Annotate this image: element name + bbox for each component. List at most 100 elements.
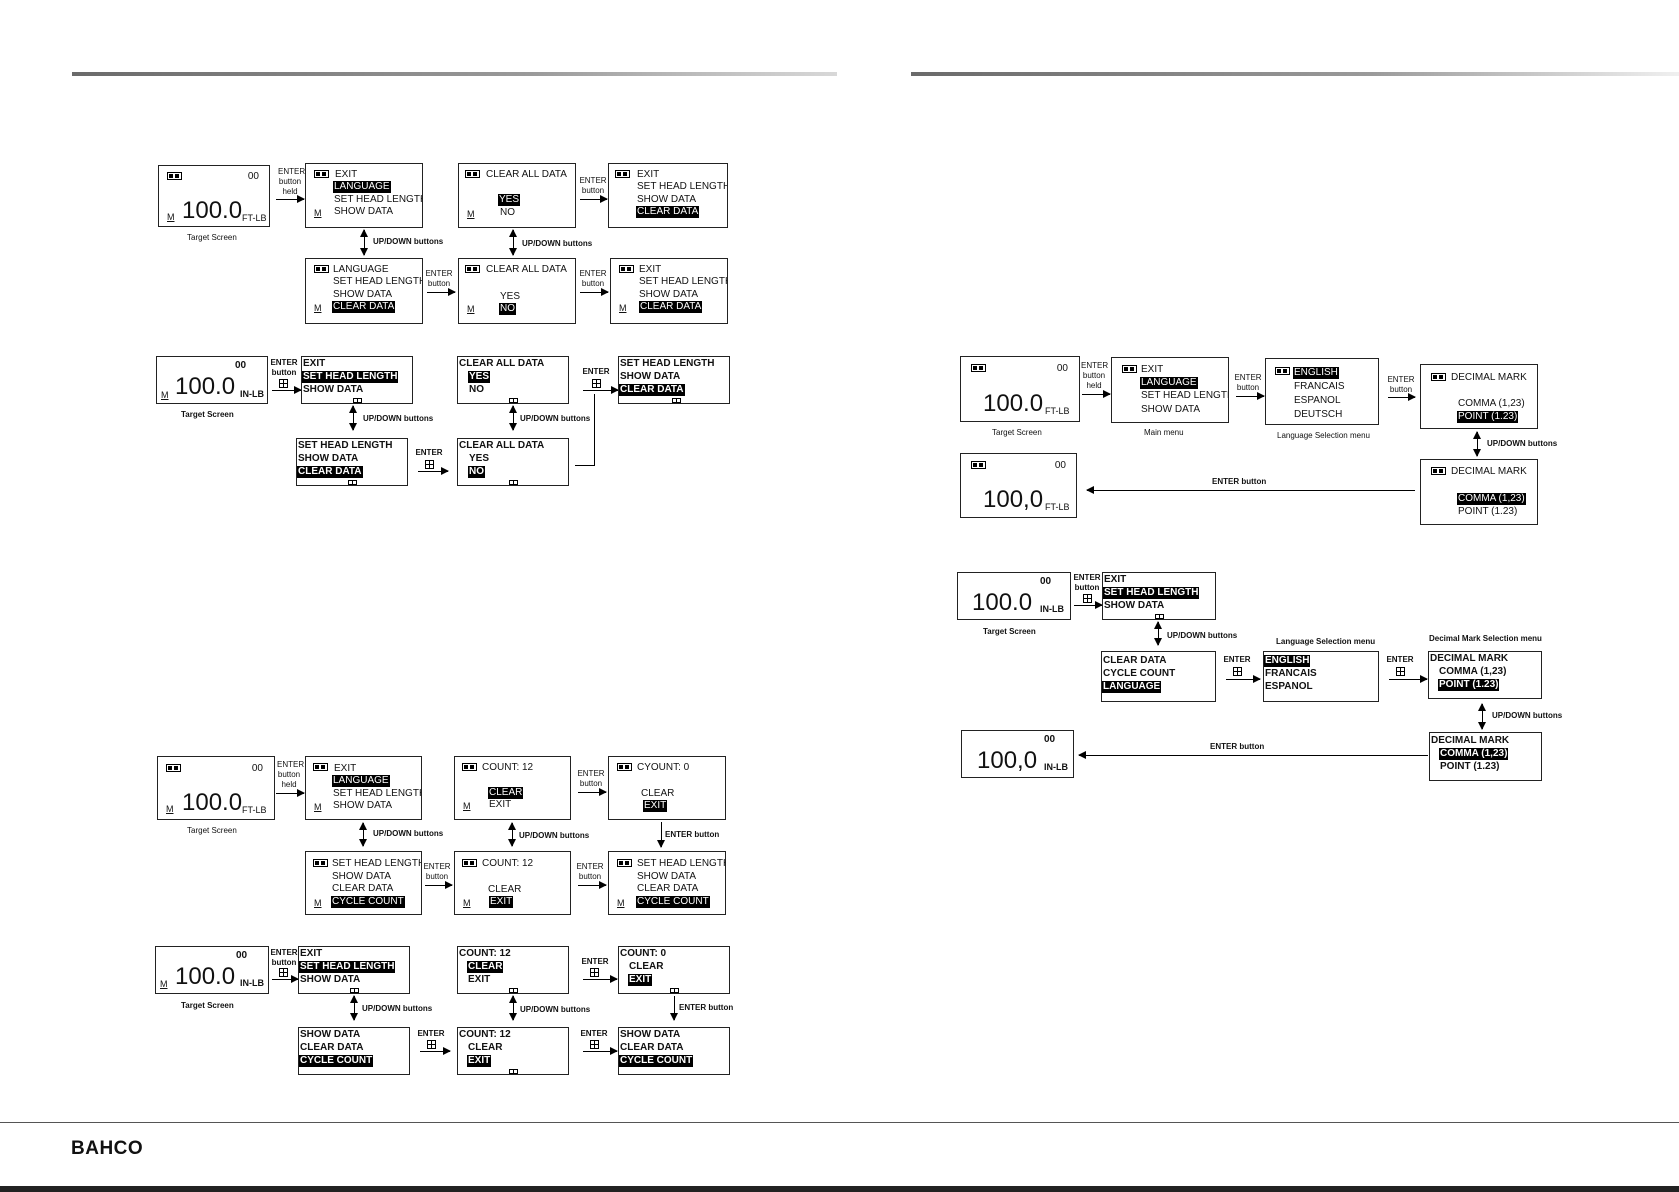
menu-item-show-data: SHOW DATA: [298, 453, 359, 464]
arrow-up-down: [359, 822, 367, 847]
unit-label: FT-LB: [1045, 502, 1070, 512]
label-enter: ENTER: [1073, 573, 1101, 582]
menu-item-show-data: SHOW DATA: [620, 371, 681, 382]
enter-key-icon: [509, 988, 518, 993]
unit-label: IN-LB: [1044, 762, 1068, 772]
option-comma: COMMA (1,23): [1458, 398, 1525, 409]
battery-icon: [971, 461, 986, 469]
lcd-target-screen: 00 M 100.0 FT-LB: [157, 756, 275, 820]
option-exit: EXIT: [628, 974, 653, 986]
battery-icon: [1431, 373, 1446, 381]
option-point: POINT (1.23): [1438, 679, 1500, 691]
caption-language-selection-menu: Language Selection menu: [1276, 637, 1376, 646]
label-enter-button: ENTER button: [679, 1003, 734, 1012]
option-comma: COMMA (1,23): [1457, 493, 1526, 505]
arrow-right: [578, 788, 607, 796]
lcd-menu-cycle-count-bold-after: SHOW DATA CLEAR DATA CYCLE COUNT: [618, 1027, 730, 1075]
menu-item-show-data: SHOW DATA: [333, 800, 393, 811]
language-english: ENGLISH: [1264, 655, 1311, 667]
lcd-main-menu-bold: EXIT SET HEAD LENGTH SHOW DATA: [1102, 572, 1216, 620]
option-no: NO: [499, 303, 516, 315]
menu-item-language: LANGUAGE: [333, 181, 391, 193]
label-updown: UP/DOWN buttons: [520, 414, 591, 423]
clear-all-data-label: CLEAR ALL DATA: [459, 358, 545, 369]
decimal-mark-label: DECIMAL MARK: [1451, 372, 1527, 383]
mode-indicator: M: [314, 898, 322, 908]
count-readout: 00: [247, 171, 259, 182]
menu-item-exit: EXIT: [637, 169, 660, 180]
menu-item-set-head-length: SET HEAD LENGTH: [333, 788, 422, 799]
enter-key-icon: [592, 379, 601, 388]
label-enter: ENTER: [580, 1029, 608, 1038]
count-label: COUNT: 12: [459, 948, 511, 959]
arrow-up-down: [509, 229, 517, 256]
option-no: NO: [469, 384, 484, 395]
enter-key-icon: [1155, 614, 1164, 619]
battery-icon: [1122, 365, 1137, 373]
count-readout: 00: [1040, 576, 1052, 587]
menu-item-exit: EXIT: [303, 358, 326, 369]
menu-item-show-data: SHOW DATA: [300, 974, 361, 985]
count-label: COUNT: 0: [620, 948, 667, 959]
lcd-target-screen: 00 M 100.0 FT-LB: [158, 165, 270, 227]
label-button: button: [1389, 385, 1413, 394]
mode-indicator: M: [463, 898, 471, 908]
arrow-right: [580, 288, 609, 296]
mode-indicator: M: [314, 802, 322, 812]
language-francais: FRANCAIS: [1265, 668, 1317, 679]
lcd-target-screen-comma-bold: 00 100,0 IN-LB: [961, 730, 1074, 778]
option-clear: CLEAR: [488, 884, 522, 895]
label-button: button: [1236, 383, 1260, 392]
label-updown: UP/DOWN buttons: [520, 1005, 591, 1014]
arrow-right: [1074, 601, 1103, 609]
option-no: NO: [500, 207, 515, 218]
arrow-up-down: [508, 822, 516, 847]
battery-icon: [619, 265, 634, 273]
enter-key-icon: [353, 398, 362, 403]
lcd-language-menu-bold: ENGLISH FRANCAIS ESPANOL: [1263, 651, 1379, 702]
battery-icon: [166, 764, 181, 772]
menu-item-set-head-length: SET HEAD LENGTH: [1141, 390, 1229, 401]
mode-indicator: M: [166, 804, 174, 814]
menu-item-cycle-count: CYCLE COUNT: [1103, 668, 1176, 679]
menu-item-clear-data: CLEAR DATA: [332, 883, 394, 894]
arrow-right: [272, 386, 302, 394]
clear-all-data-label: CLEAR ALL DATA: [486, 169, 567, 180]
mode-indicator: M: [617, 898, 625, 908]
arrow-right: [1388, 393, 1416, 401]
label-updown: UP/DOWN buttons: [373, 237, 444, 246]
option-clear: CLEAR: [488, 787, 524, 799]
menu-item-exit: EXIT: [335, 169, 358, 180]
battery-icon: [465, 265, 480, 273]
label-enter: ENTER: [581, 957, 609, 966]
caption-decimal-mark-selection-menu: Decimal Mark Selection menu: [1429, 634, 1542, 643]
lcd-menu-clear-data-bold: SET HEAD LENGTH SHOW DATA CLEAR DATA: [296, 438, 408, 486]
battery-icon: [462, 859, 477, 867]
label-updown: UP/DOWN buttons: [522, 239, 593, 248]
count-readout: 00: [1056, 363, 1068, 374]
menu-item-language: LANGUAGE: [332, 775, 390, 787]
mode-indicator: M: [314, 303, 322, 313]
battery-icon: [313, 859, 328, 867]
menu-item-language: LANGUAGE: [1102, 681, 1162, 693]
unit-label: IN-LB: [240, 978, 264, 988]
battery-icon: [314, 170, 329, 178]
label-updown: UP/DOWN buttons: [363, 414, 434, 423]
option-yes: YES: [500, 291, 521, 302]
option-exit: EXIT: [468, 974, 491, 985]
unit-label: IN-LB: [1040, 604, 1064, 614]
label-enter: ENTER: [423, 862, 451, 871]
label-button: button: [278, 177, 302, 186]
enter-key-icon: [1233, 667, 1242, 676]
enter-key-icon: [348, 480, 357, 485]
menu-item-language: LANGUAGE: [333, 264, 389, 275]
lcd-clear-all-data-no: CLEAR ALL DATA YES M NO: [458, 258, 576, 324]
mode-indicator: M: [161, 390, 169, 400]
arrow-right: [276, 789, 305, 797]
connector-line: [594, 394, 595, 466]
arrow-up-down: [1473, 431, 1481, 457]
menu-item-exit: EXIT: [639, 264, 662, 275]
menu-item-clear-data: CLEAR DATA: [332, 301, 396, 313]
menu-item-exit: EXIT: [300, 948, 323, 959]
mode-indicator: M: [463, 801, 471, 811]
